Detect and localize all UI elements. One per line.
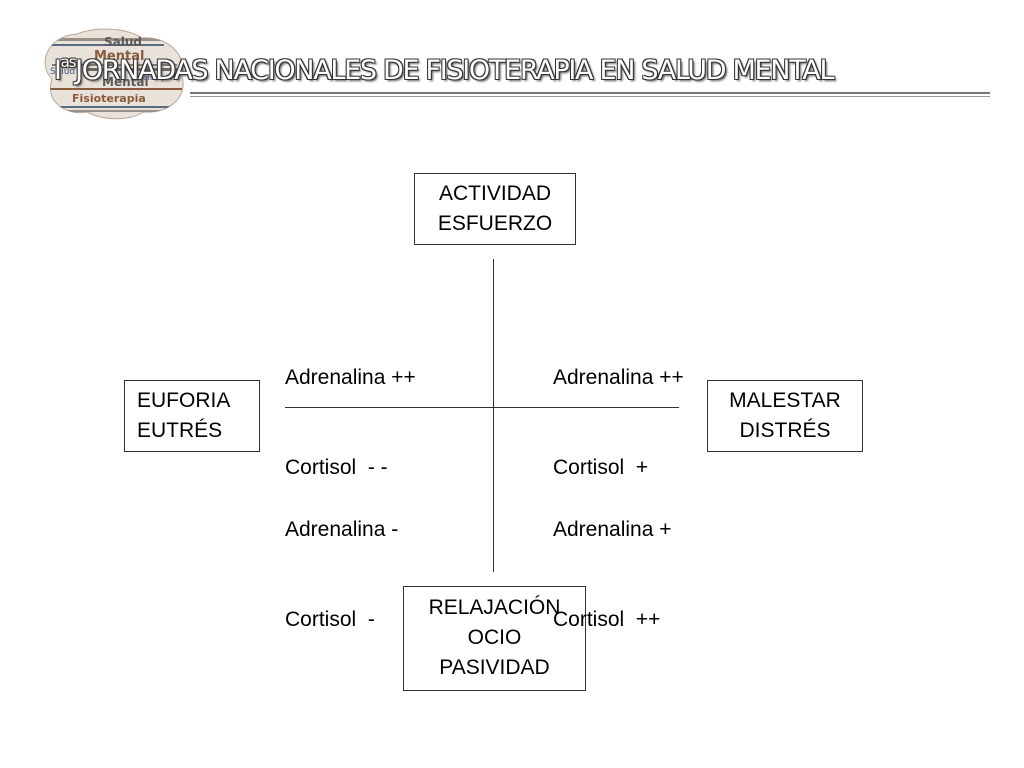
quadrant-top-left-label: Adrenalina ++ Cortisol - -: [285, 303, 416, 513]
adrenalina-level: Adrenalina -: [285, 518, 399, 541]
box-line: PASIVIDAD: [439, 656, 550, 679]
box-relajacion-ocio-pasividad: RELAJACIÓN OCIO PASIVIDAD: [403, 586, 586, 691]
adrenalina-level: Adrenalina ++: [285, 366, 416, 389]
logo-word: Salud: [50, 67, 75, 77]
logo-word: Salud: [104, 35, 142, 49]
title-superscript: as: [60, 53, 77, 71]
adrenalina-level: Adrenalina +: [553, 518, 672, 541]
adrenalina-level: Adrenalina ++: [553, 366, 684, 389]
cortisol-level: Cortisol - -: [285, 456, 388, 479]
quadrant-top-right-label: Adrenalina ++ Cortisol +: [553, 303, 684, 513]
logo-word: Fisioterapia: [72, 92, 146, 105]
quadrant-bottom-left-label: Adrenalina - Cortisol -: [285, 455, 398, 665]
box-line: DISTRÉS: [739, 419, 831, 442]
horizontal-axis: [285, 407, 679, 408]
cortisol-level: Cortisol ++: [553, 608, 661, 631]
logo-word: Mental: [94, 49, 144, 64]
box-malestar-distres: MALESTAR DISTRÉS: [707, 380, 863, 452]
header-rule-secondary: [190, 96, 990, 97]
box-line: RELAJACIÓN: [428, 596, 561, 619]
brain-word-cloud-logo: Salud Mental Salud Mental Fisioterapia F…: [32, 24, 192, 124]
quadrant-bottom-right-label: Adrenalina + Cortisol ++: [553, 455, 672, 665]
box-line: OCIO: [467, 626, 522, 649]
header-rule: [190, 92, 990, 94]
box-euforia-eutres: EUFORIA EUTRÉS: [124, 380, 260, 452]
logo-word: Fisioterapia: [132, 74, 172, 82]
brain-logo-icon: Salud Mental Salud Mental Fisioterapia F…: [44, 28, 184, 120]
cortisol-level: Cortisol -: [285, 608, 375, 631]
page-title: IasJORNADAS NACIONALES DE FISIOTERAPIA E…: [54, 42, 954, 91]
vertical-axis: [493, 259, 494, 572]
box-line: ACTIVIDAD: [438, 182, 551, 205]
title-main: JORNADAS NACIONALES DE FISIOTERAPIA EN S…: [75, 55, 834, 86]
box-line: MALESTAR: [729, 389, 841, 412]
logo-word: Mental: [102, 75, 149, 89]
box-line: EUFORIA: [137, 389, 231, 412]
box-actividad-esfuerzo: ACTIVIDAD ESFUERZO: [414, 173, 576, 245]
cortisol-level: Cortisol +: [553, 456, 649, 479]
box-line: EUTRÉS: [137, 419, 223, 442]
title-prefix: I: [54, 55, 62, 86]
box-line: ESFUERZO: [437, 212, 553, 235]
